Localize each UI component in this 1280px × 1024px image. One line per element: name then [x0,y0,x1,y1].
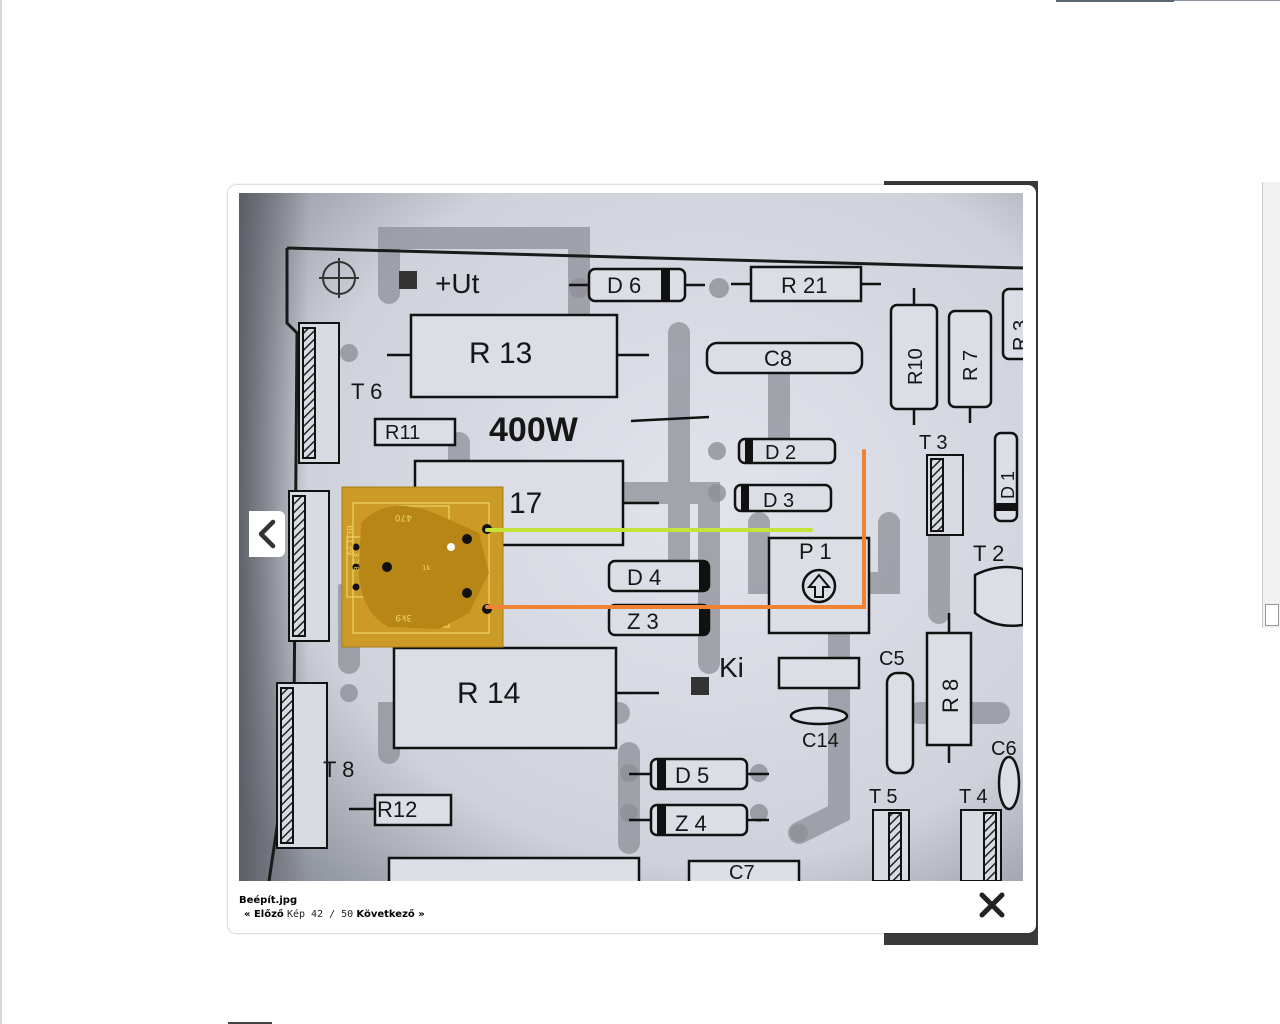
close-button[interactable] [978,891,1006,919]
label-c8: C8 [764,346,792,371]
page-scrollbar[interactable] [1262,182,1280,628]
label-r14: R 14 [457,677,520,710]
image-counter: Kép 42 / 50 [286,909,354,920]
label-ut: +Ut [435,268,480,299]
label-c14: C14 [802,730,839,752]
overlay-wires [485,449,866,609]
scrollbar-thumb[interactable] [1265,604,1279,626]
schematic-photo: +Ut D 6 R 21 R 13 C8 R10 R 7 R 3 T 6 R11… [239,193,1023,881]
label-d3: D 3 [763,490,794,512]
image-filename: Beépít.jpg [239,895,298,906]
ut-pad [399,271,417,289]
label-ki: Ki [719,652,744,683]
lightbox-caption: Beépít.jpg « Előző Kép 42 / 50 Következő… [239,894,425,922]
label-r10: R10 [905,348,927,385]
p1-trimmer-icon [801,568,837,604]
top-strip-light [1174,0,1280,1]
label-t8: T 8 [323,757,354,782]
label-d4: D 4 [627,565,661,590]
pcb-label-side: BD139 [344,525,354,556]
label-r17: 17 [509,487,542,520]
pcb-label-pins: B C E [353,552,361,571]
lightbox-nav: « Előző Kép 42 / 50 Következő » [239,908,425,922]
component-leads [349,282,972,822]
label-400w: 400W [489,411,579,449]
label-t5: T 5 [869,786,898,808]
prev-image-button[interactable] [249,511,285,557]
pcb-label-top: 470 [395,512,412,522]
lightbox-image[interactable]: +Ut D 6 R 21 R 13 C8 R10 R 7 R 3 T 6 R11… [239,193,1023,881]
prev-link[interactable]: « Előző [244,909,284,920]
label-r13: R 13 [469,337,532,370]
label-p1: P 1 [799,539,832,564]
pcb-label-pot: 1k [422,564,431,572]
label-c5: C5 [879,648,905,670]
label-d2: D 2 [765,442,796,464]
label-t4: T 4 [959,786,988,808]
label-d1: D 1 [998,471,1018,499]
label-c6: C6 [991,738,1017,760]
pcb-label-bottom: 3k9 [395,612,412,622]
label-z4: Z 4 [675,811,707,836]
label-c7: C7 [729,862,755,881]
label-d6: D 6 [607,273,641,298]
label-r3: R 3 [1010,320,1023,351]
pcb-module: 470 3k9 BD139 B C E 1k [341,486,504,648]
label-r7: R 7 [960,350,982,381]
chevron-left-icon [258,519,276,549]
p1-arrow-icon [806,573,832,598]
orange-wire [485,449,866,609]
bottom-divider [228,1022,272,1024]
transistor-strips [276,322,1002,881]
component-bodies [373,265,1023,881]
label-t6: T 6 [351,379,382,404]
label-r21: R 21 [781,273,827,298]
label-r12: R12 [377,797,417,822]
label-r8: R 8 [938,679,963,713]
lightbox: +Ut D 6 R 21 R 13 C8 R10 R 7 R 3 T 6 R11… [228,185,1036,933]
label-d5: D 5 [675,763,709,788]
label-r11: R11 [385,422,420,444]
label-t2: T 2 [973,541,1004,566]
page-left-edge [0,0,2,1024]
label-z3: Z 3 [627,609,659,634]
close-icon [979,892,1005,918]
ki-pad [691,677,709,695]
top-strip [1056,0,1174,2]
label-t3: T 3 [919,432,948,454]
next-link[interactable]: Következő » [356,909,425,920]
diode-bands [657,269,1017,835]
